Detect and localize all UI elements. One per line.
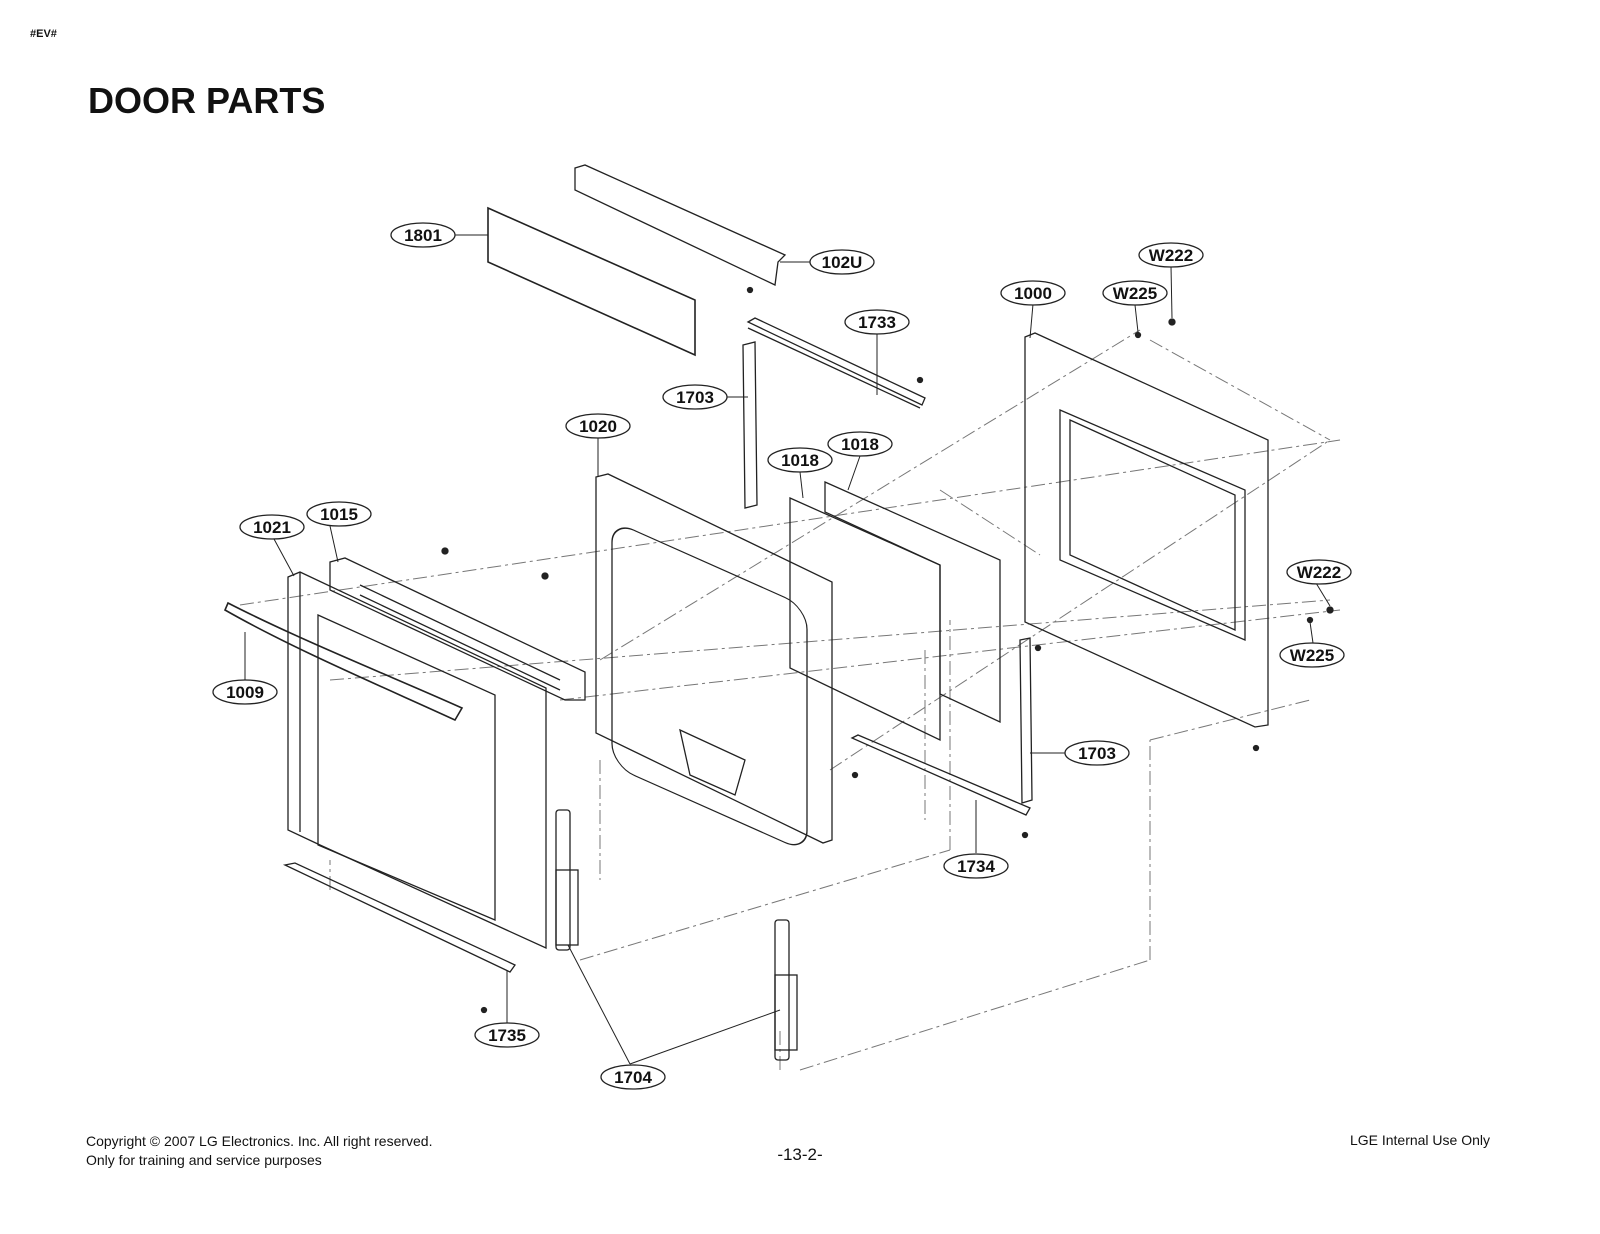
svg-text:1801: 1801 <box>404 226 442 245</box>
internal-use-notice: LGE Internal Use Only <box>1349 1132 1490 1148</box>
callout-1020: 1020 <box>565 413 631 439</box>
svg-text:W222: W222 <box>1297 563 1341 582</box>
bracket-1703-left <box>742 341 758 509</box>
callout-1735: 1735 <box>474 1022 540 1048</box>
svg-text:W225: W225 <box>1290 646 1334 665</box>
svg-text:1020: 1020 <box>579 417 617 436</box>
page-number: -13-2- <box>777 1145 823 1164</box>
svg-text:1018: 1018 <box>781 451 819 470</box>
glass-panel-1018-rear <box>824 480 1001 724</box>
svg-text:1015: 1015 <box>320 505 358 524</box>
callout-1018-rear: 1018 <box>827 431 893 457</box>
page-title: DOOR PARTS <box>88 80 326 121</box>
callout-1703-left: 1703 <box>662 384 728 410</box>
callout-1733: 1733 <box>844 309 910 335</box>
part-callouts: 1801 102U 1733 1703 1020 1018 1018 1000 … <box>212 222 1352 1090</box>
callout-1018-front: 1018 <box>767 447 833 473</box>
callout-W225-right: W225 <box>1279 642 1345 668</box>
callout-1000: 1000 <box>1000 280 1066 306</box>
svg-text:1000: 1000 <box>1014 284 1052 303</box>
callout-102U: 102U <box>809 249 875 275</box>
front-panel-1801 <box>487 206 696 357</box>
svg-text:1733: 1733 <box>858 313 896 332</box>
bracket-1734 <box>850 734 1031 816</box>
callout-1704: 1704 <box>600 1064 666 1090</box>
screws <box>441 286 1334 1014</box>
inner-door-frame-1020 <box>595 473 833 846</box>
callout-1801: 1801 <box>390 222 456 248</box>
trim-strip-102U <box>574 164 787 286</box>
outer-door-1021 <box>287 571 547 950</box>
handle-1009 <box>223 601 464 722</box>
svg-text:1021: 1021 <box>253 518 291 537</box>
top-trim-1015 <box>329 557 586 701</box>
hinges-1704 <box>555 809 798 1061</box>
callout-1015: 1015 <box>306 501 372 527</box>
callout-1009: 1009 <box>212 679 278 705</box>
callout-1021: 1021 <box>239 514 305 540</box>
svg-text:102U: 102U <box>822 253 863 272</box>
svg-text:1704: 1704 <box>614 1068 652 1087</box>
callout-1734: 1734 <box>943 853 1009 879</box>
glass-panel-1018-front <box>789 496 941 742</box>
svg-text:W222: W222 <box>1149 246 1193 265</box>
bottom-trim-1735 <box>282 862 516 973</box>
svg-text:1009: 1009 <box>226 683 264 702</box>
bracket-1703-right <box>1019 637 1033 804</box>
document-tag: #EV# <box>30 28 57 40</box>
copyright-notice: Copyright © 2007 LG Electronics. Inc. Al… <box>86 1132 432 1170</box>
callout-1703-right: 1703 <box>1064 740 1130 766</box>
bracket-1733 <box>746 317 926 406</box>
svg-text:1734: 1734 <box>957 857 995 876</box>
copyright-line-1: Copyright © 2007 LG Electronics. Inc. Al… <box>86 1133 433 1149</box>
svg-text:1703: 1703 <box>1078 744 1116 763</box>
callout-W222-right: W222 <box>1286 559 1352 585</box>
assembly-guide-lines <box>239 329 1341 1071</box>
svg-text:1735: 1735 <box>488 1026 526 1045</box>
leader-lines <box>244 234 1331 1065</box>
rear-door-1000 <box>1024 332 1269 728</box>
callout-W225-top: W225 <box>1102 280 1168 306</box>
svg-text:1703: 1703 <box>676 388 714 407</box>
copyright-line-2: Only for training and service purposes <box>86 1152 322 1168</box>
svg-text:W225: W225 <box>1113 284 1157 303</box>
svg-text:1018: 1018 <box>841 435 879 454</box>
callout-W222-top: W222 <box>1138 242 1204 268</box>
